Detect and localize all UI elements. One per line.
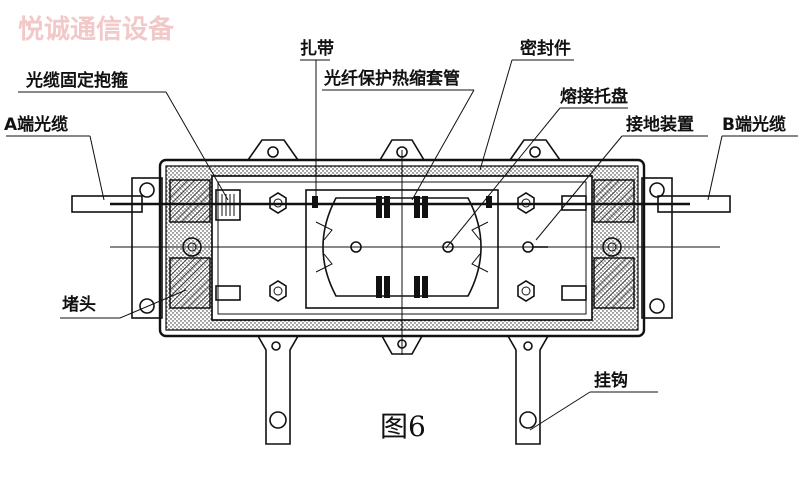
label-seal: 密封件 bbox=[520, 38, 571, 59]
left-end-cap bbox=[131, 177, 241, 319]
hook-left bbox=[256, 335, 300, 445]
label-cable-clamp: 光缆固定抱箍 bbox=[25, 70, 128, 91]
grounding-device bbox=[522, 241, 548, 253]
hook-right bbox=[506, 335, 550, 445]
top-lugs bbox=[246, 139, 562, 161]
watermark: 悦诚通信设备 bbox=[18, 14, 175, 45]
label-b-end-cable: B端光缆 bbox=[722, 114, 786, 135]
label-hook: 挂钩 bbox=[594, 370, 628, 391]
figure-caption: 图6 bbox=[380, 410, 426, 443]
bottom-lug bbox=[380, 335, 424, 355]
label-a-end-cable: A端光缆 bbox=[4, 114, 68, 135]
right-end-cap bbox=[561, 177, 673, 319]
leader-lines bbox=[6, 59, 798, 431]
housing bbox=[158, 158, 646, 338]
label-grounding: 接地装置 bbox=[626, 114, 694, 135]
label-splice-tray: 熔接托盘 bbox=[560, 86, 628, 107]
hex-nuts bbox=[269, 192, 535, 302]
label-cable-tie: 扎带 bbox=[300, 38, 334, 59]
splice-tray bbox=[305, 189, 499, 309]
label-plug: 堵头 bbox=[62, 295, 96, 315]
label-heat-shrink-tube: 光纤保护热缩套管 bbox=[323, 68, 460, 89]
